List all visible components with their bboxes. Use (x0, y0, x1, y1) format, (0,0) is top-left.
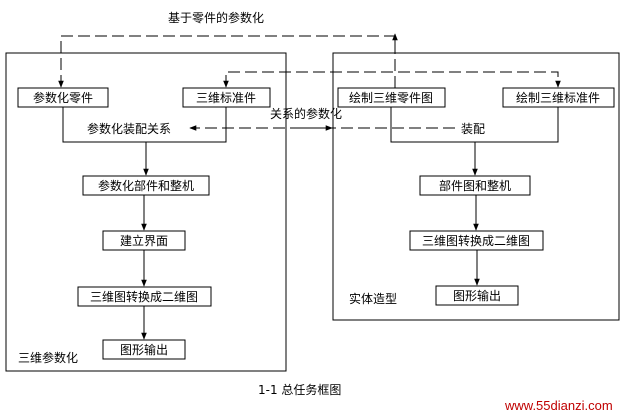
assembly-relation-label: 参数化装配关系 (87, 121, 171, 136)
right-panel (332, 52, 620, 321)
left-panel (5, 52, 287, 372)
figure-caption: 1-1 总任务框图 (258, 382, 341, 397)
right-output-box (435, 285, 519, 306)
part-param-link (58, 35, 396, 88)
draw-std-label: 绘制三维标准件 (516, 90, 600, 105)
param-component-box (82, 175, 210, 196)
watermark: www.55dianzi.com (504, 398, 613, 413)
right-output-label: 图形输出 (453, 288, 501, 303)
left-panel-title: 三维参数化 (18, 350, 78, 365)
left-output-label: 图形输出 (120, 342, 168, 357)
assembly-label: 装配 (461, 122, 485, 136)
component-box (419, 175, 531, 196)
build-ui-label: 建立界面 (120, 233, 168, 248)
right-convert-label: 三维图转换成二维图 (422, 233, 530, 248)
left-output-box (102, 339, 186, 360)
right-panel-title: 实体造型 (349, 291, 397, 306)
param-component-label: 参数化部件和整机 (98, 178, 194, 193)
relation-label: 关系的参数化 (270, 106, 342, 121)
left-convert-label: 三维图转换成二维图 (90, 289, 198, 304)
draw-part-label: 绘制三维零件图 (349, 90, 433, 105)
param-part-label: 参数化零件 (33, 90, 93, 105)
std-part-link (223, 71, 561, 88)
top-label: 基于零件的参数化 (168, 10, 264, 25)
left-merge-line (62, 107, 227, 143)
component-label: 部件图和整机 (439, 178, 511, 193)
std-part-label: 三维标准件 (196, 91, 256, 105)
